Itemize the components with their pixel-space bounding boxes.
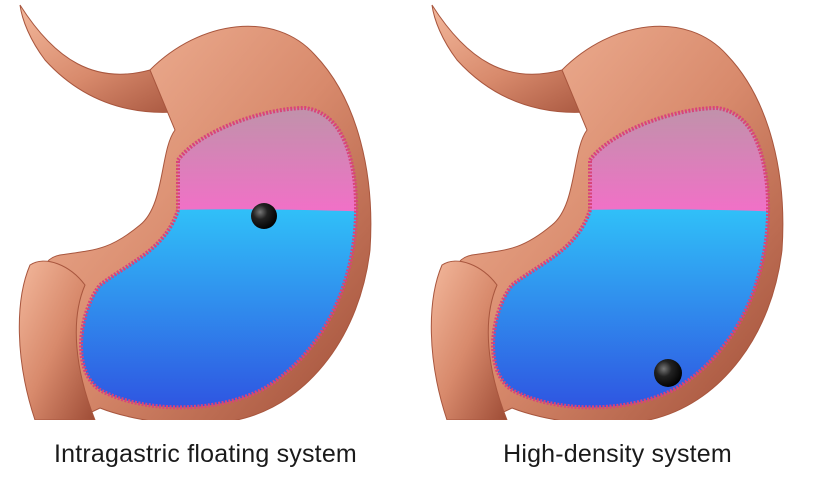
stomach-illustration-floating	[0, 0, 411, 420]
high-density-system-panel: High-density system	[412, 0, 823, 477]
stomach-illustration-high-density	[412, 0, 823, 420]
floating-system-panel: Intragastric floating system	[0, 0, 411, 477]
high-density-system-caption: High-density system	[412, 440, 823, 469]
pellet	[654, 359, 682, 387]
pellet	[251, 203, 277, 229]
floating-system-caption: Intragastric floating system	[0, 440, 411, 469]
